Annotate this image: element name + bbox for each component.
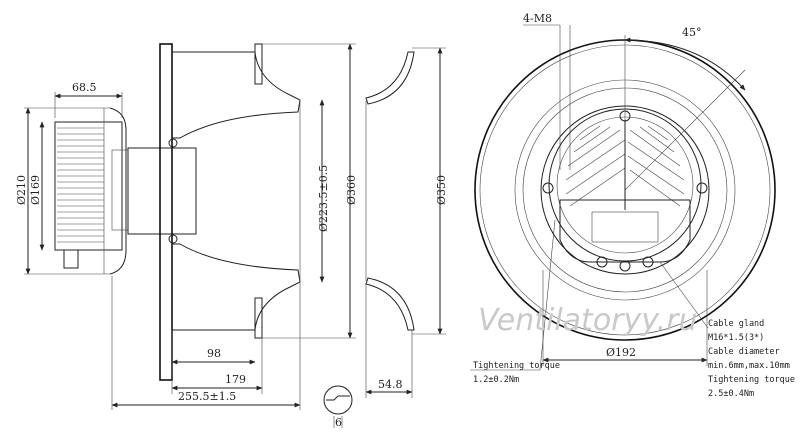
dim-d223: Ø223.5±0.5 <box>317 165 330 232</box>
dim-4m8: 4-M8 <box>523 12 552 25</box>
dim-54-8: 54.8 <box>378 378 403 391</box>
dim-179: 179 <box>225 373 246 386</box>
cable-gland-title: Cable gland <box>708 319 764 329</box>
dim-68-5: 68.5 <box>72 81 97 94</box>
inlet-ring: Ø350 54.8 6 <box>323 47 448 429</box>
watermark: Ventilatoryy.ru <box>478 303 698 338</box>
detail-circle <box>323 385 353 415</box>
cable-diameter-spec: min.6mm,max.10mm <box>708 361 790 371</box>
dim-98: 98 <box>207 347 221 360</box>
side-view: 68.5 Ø210 Ø169 Ø223.5±0.5 Ø360 98 179 25… <box>15 43 358 410</box>
dim-d350: Ø350 <box>435 175 448 205</box>
dim-45: 45° <box>682 26 702 39</box>
torque-mount-title: Tightening torque <box>473 361 560 371</box>
dim-d210: Ø210 <box>15 175 28 205</box>
impeller-upper <box>172 51 301 139</box>
dim-d169: Ø169 <box>29 175 42 205</box>
inlet-ring-lower <box>365 277 415 331</box>
dim-d360: Ø360 <box>345 175 358 205</box>
torque-gland-title: Tightening torque <box>708 375 795 385</box>
inlet-ring-upper <box>365 51 415 105</box>
dim-d192: Ø192 <box>606 346 636 359</box>
torque-gland-value: 2.5±0.4Nm <box>708 389 754 399</box>
torque-mount-value: 1.2±0.2Nm <box>473 375 519 385</box>
dim-6: 6 <box>335 416 342 429</box>
dim-255: 255.5±1.5 <box>178 390 236 403</box>
cable-gland-spec: M16*1.5(3*) <box>708 333 764 343</box>
impeller-lower <box>172 243 301 331</box>
cable-diameter-title: Cable diameter <box>708 347 780 357</box>
motor-body <box>54 107 129 275</box>
front-view: 4-M8 45° Ø192 Tightening torque 1.2±0.2N… <box>470 12 795 399</box>
back-plate <box>159 43 173 381</box>
hub <box>127 147 197 235</box>
